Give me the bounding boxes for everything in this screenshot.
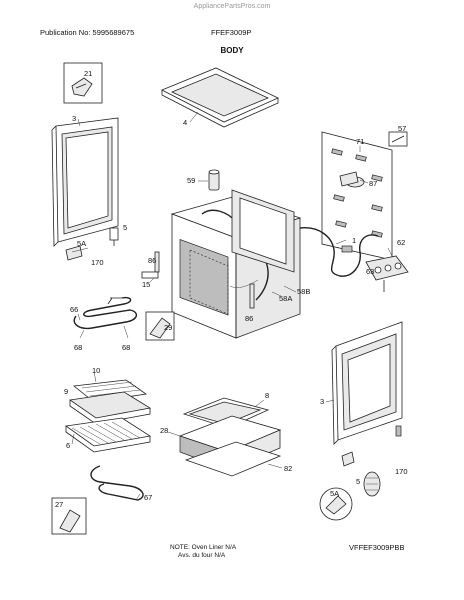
callout-15: 15 — [142, 280, 150, 289]
part-62-terminal-block[interactable] — [365, 255, 409, 292]
callout-27: 27 — [55, 500, 63, 509]
part-71-back-panel[interactable] — [321, 131, 393, 261]
callout-68-right: 68 — [122, 343, 130, 352]
part-3-door-upper[interactable] — [51, 117, 119, 247]
publication-number: Publication No: 5995689675 — [40, 28, 135, 37]
callout-62: 62 — [397, 238, 405, 247]
part-5-hinge-lower[interactable] — [363, 471, 381, 497]
part-57-terminal-cover[interactable] — [388, 131, 408, 147]
part-9-broil-pan[interactable] — [68, 391, 152, 425]
callout-10: 10 — [92, 366, 100, 375]
callout-71: 71 — [356, 137, 364, 146]
section-title: BODY — [220, 46, 244, 55]
part-5-hinge-upper[interactable] — [109, 227, 119, 246]
part-27-bracket[interactable] — [51, 497, 87, 535]
part-29-bracket[interactable] — [145, 311, 175, 341]
part-5A-hinge-receiver-lower[interactable] — [319, 487, 353, 521]
callout-5-lower: 5 — [356, 477, 360, 486]
note-line-1: NOTE: Oven Liner N/A — [170, 544, 237, 551]
part-66-bake-element[interactable] — [73, 296, 137, 330]
callout-1: 1 — [352, 236, 356, 245]
callout-8: 8 — [265, 391, 269, 400]
callout-59: 59 — [187, 176, 195, 185]
callout-63: 63 — [366, 267, 374, 276]
part-1-wiring-harness[interactable] — [299, 227, 379, 277]
callout-86-lower: 86 — [245, 314, 253, 323]
callout-28: 28 — [160, 426, 168, 435]
callout-57: 57 — [398, 124, 406, 133]
callout-86-upper: 86 — [148, 256, 156, 265]
watermark: AppliancePartsPros.com — [193, 3, 271, 10]
callout-58A: 58A — [279, 294, 292, 303]
callout-82: 82 — [284, 464, 292, 473]
callout-87: 87 — [369, 179, 377, 188]
part-67-broil-element[interactable] — [90, 465, 144, 501]
callout-58B: 58B — [297, 287, 310, 296]
part-170-screw-lower[interactable] — [395, 425, 402, 437]
part-21-hinge[interactable] — [63, 62, 103, 104]
model-number: FFEF3009P — [211, 28, 252, 37]
callout-29: 29 — [164, 323, 172, 332]
part-87-bracket[interactable] — [339, 171, 359, 187]
callout-21: 21 — [84, 69, 92, 78]
callout-170-upper: 170 — [91, 258, 104, 267]
note-line-2: Avs. du four N/A — [178, 552, 226, 560]
callout-66: 66 — [70, 305, 78, 314]
callout-3-lower: 3 — [320, 397, 324, 406]
drawing-code: VFFEF3009PBB — [349, 543, 405, 552]
callout-9: 9 — [64, 387, 68, 396]
callout-3-upper: 3 — [72, 114, 76, 123]
part-59-sleeve[interactable] — [208, 169, 220, 191]
part-86-sensor[interactable] — [141, 251, 160, 279]
callout-5A-lower: 5A — [330, 489, 339, 498]
callout-4: 4 — [183, 118, 187, 127]
hinge-clip-lower[interactable] — [341, 451, 355, 467]
part-4-cooktop[interactable] — [161, 67, 279, 128]
callout-170-lower: 170 — [395, 467, 408, 476]
part-86-rail-lower[interactable] — [249, 283, 255, 309]
callout-67: 67 — [144, 493, 152, 502]
part-82-drawer-glide[interactable] — [184, 441, 282, 477]
part-8-drawer-front[interactable] — [182, 397, 270, 429]
part-3-door-lower[interactable] — [331, 321, 403, 445]
part-6-oven-rack[interactable] — [64, 417, 152, 453]
callout-5A-upper: 5A — [77, 239, 86, 248]
callout-5-upper: 5 — [123, 223, 127, 232]
oven-liner-note: NOTE: Oven Liner N/A Avs. du four N/A — [170, 544, 236, 560]
part-5A-hinge-receiver-upper[interactable] — [65, 245, 83, 261]
callout-6: 6 — [66, 441, 70, 450]
callout-68-left: 68 — [74, 343, 82, 352]
part-58-insulation[interactable] — [231, 189, 295, 273]
